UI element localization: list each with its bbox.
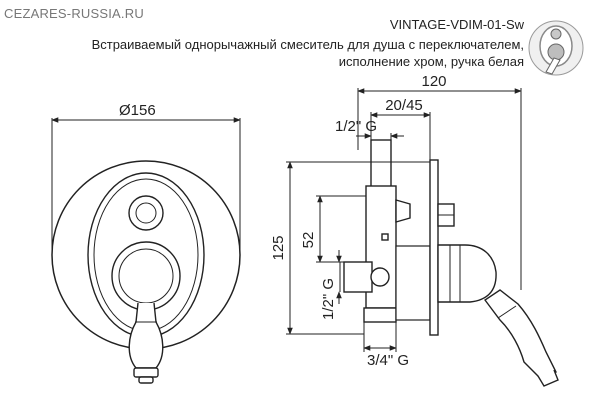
wall-plate-side: [429, 159, 439, 336]
description-line-1: Встраиваемый однорычажный смеситель для …: [91, 37, 524, 52]
top-thread-label: 1/2" G: [335, 118, 377, 135]
product-description: Встраиваемый однорычажный смеситель для …: [24, 36, 524, 70]
side-dimension-lines: [286, 88, 522, 352]
side-thread-label: 1/2" G: [320, 278, 337, 320]
diverter-knob-inner: [135, 202, 157, 224]
lever-handle: [128, 302, 164, 369]
bottom-inlet-pipe: [363, 307, 397, 323]
front-view: [51, 160, 241, 384]
inlet-thread-label: 3/4" G: [367, 352, 409, 369]
offset-height-label: 52: [300, 232, 317, 249]
lever-hub-inner: [118, 248, 174, 304]
lever-handle-side: [483, 289, 557, 379]
total-height-label: 125: [270, 235, 287, 260]
lever-tip: [133, 367, 159, 378]
mounting-flange: [395, 245, 431, 321]
top-outlet-pipe: [370, 139, 392, 191]
diameter-label: Ø156: [119, 102, 156, 119]
front-diameter-dimension: [51, 117, 241, 255]
handle-hub-side: [437, 244, 497, 303]
install-depth-label: 20/45: [385, 97, 423, 114]
model-code: VINTAGE-VDIM-01-Sw: [389, 17, 524, 32]
description-line-2: исполнение хром, ручка белая: [338, 54, 524, 69]
site-watermark: CEZARES-RUSSIA.RU: [4, 6, 144, 21]
mixer-thumbnail-icon: [528, 20, 584, 76]
side-view: [343, 139, 559, 387]
side-outlet-fitting: [343, 261, 373, 293]
diverter-knob-outer: [128, 195, 164, 231]
lever-hub-outer: [111, 241, 181, 311]
overall-depth-label: 120: [421, 73, 446, 90]
